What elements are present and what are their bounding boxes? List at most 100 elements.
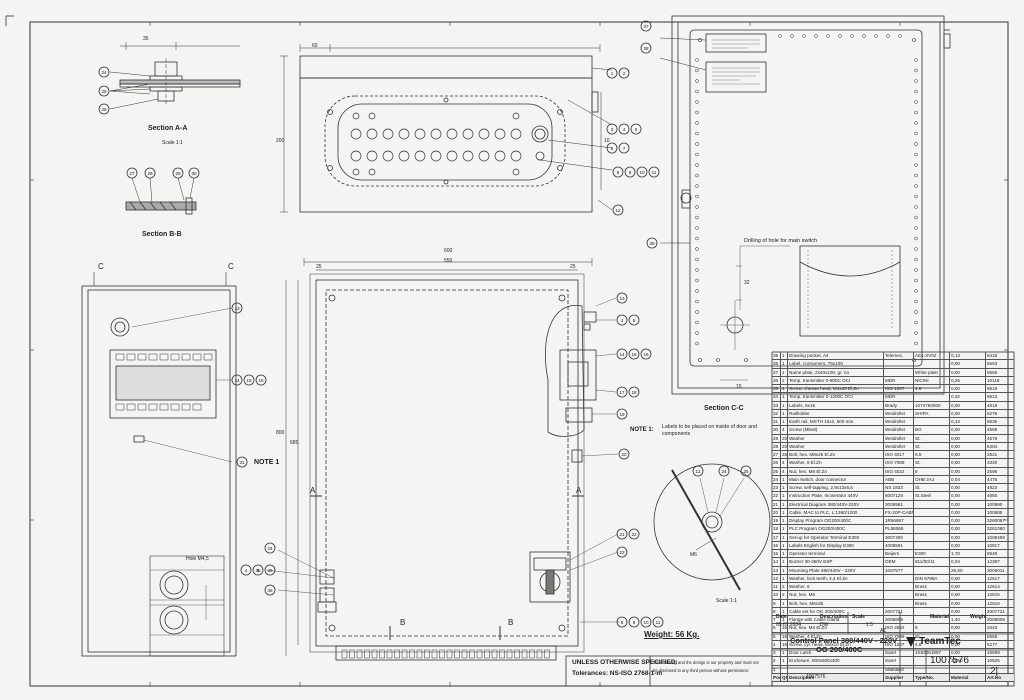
- parts-cell: 0,04: [950, 558, 986, 566]
- callout-number: 12: [615, 207, 621, 213]
- mounting-hole: [695, 257, 699, 262]
- parts-cell: 26: [782, 451, 788, 459]
- mounting-hole: [790, 34, 794, 38]
- section-b-b-title: Section B-B: [142, 231, 182, 238]
- parts-cell: 1: [781, 401, 788, 409]
- title-block-frame: [565, 351, 1015, 687]
- parts-cell: 100885: [987, 509, 1003, 515]
- parts-cell: 0,00: [950, 467, 986, 475]
- parts-cell: 4589: [987, 427, 998, 433]
- callout-number: 15: [246, 377, 252, 383]
- parts-cell: 1: [781, 409, 788, 417]
- callout-number: 4: [620, 317, 624, 323]
- mounting-hole: [914, 341, 918, 346]
- parts-cell: 14: [772, 558, 781, 566]
- parts-cell: 18: [772, 525, 781, 533]
- callout-number: 11: [655, 619, 661, 625]
- cable-gland: [356, 649, 363, 659]
- m6-label: M6: [690, 552, 697, 558]
- dim-800: 800: [276, 430, 285, 436]
- parts-cell: 4.8: [914, 640, 950, 648]
- parts-cell: 12617: [987, 575, 1000, 581]
- parts-cell: Washer: [788, 434, 884, 442]
- callout-number: 10: [643, 619, 649, 625]
- mounting-hole: [886, 34, 890, 38]
- note1-text: Labels to be placed on inside of door an…: [662, 424, 757, 437]
- parts-cell: 34: [772, 393, 781, 401]
- parts-cell: OHB 2AJ: [914, 475, 950, 483]
- callout-number: 13: [619, 295, 625, 301]
- parts-cell: Temp. transmitter 0-1200C OCI: [788, 393, 884, 401]
- parts-cell: SHIPA: [914, 409, 950, 417]
- parts-cell: 1S52061997: [914, 649, 950, 657]
- mounting-hole: [898, 34, 902, 38]
- callout-number: 35: [267, 567, 273, 573]
- callout-number: 14: [234, 377, 240, 383]
- parts-cell: 25,60: [950, 566, 986, 574]
- mounting-hole: [695, 100, 699, 104]
- parts-cell: Nut, hex. M4 El.Zn: [788, 624, 884, 632]
- mounting-hole: [914, 100, 918, 104]
- tb-weight-label: Weight: [970, 614, 987, 620]
- parts-cell: Sarel: [884, 657, 914, 665]
- parts-cell: 1: [781, 484, 788, 492]
- parts-cell: 12387: [987, 559, 1000, 565]
- parts-cell: 5563: [987, 361, 998, 367]
- parts-cell: 1: [781, 508, 788, 516]
- section-marker-a: A: [310, 486, 316, 495]
- parts-cell: 0,04: [950, 475, 986, 483]
- header-supplier: Supplier: [884, 673, 914, 681]
- callout-number: 30: [191, 170, 197, 176]
- parts-cell: 4850: [987, 493, 998, 499]
- parts-cell: [884, 591, 914, 599]
- mounting-hole: [850, 34, 854, 38]
- parts-cell: 0,32: [950, 393, 986, 401]
- parts-cell: Name plate, 2x40x100, gr. no: [788, 368, 884, 376]
- parts-cell: 16: [782, 624, 788, 632]
- cable-gland: [476, 649, 483, 659]
- front-view: [81, 272, 267, 657]
- parts-cell: 6007129: [884, 492, 914, 500]
- mounting-hole: [695, 121, 699, 125]
- mounting-hole: [914, 89, 918, 94]
- parts-cell: 30,50: [950, 657, 986, 665]
- parts-cell: Weidmller: [884, 418, 914, 426]
- callout-number: 11: [651, 169, 657, 175]
- parts-cell: 0,00: [950, 459, 986, 467]
- parts-cell: 1: [781, 475, 788, 483]
- parts-cell: Main switch, door connector: [788, 475, 884, 483]
- parts-cell: 6418: [987, 353, 998, 358]
- parts-cell: 3261060: [987, 526, 1005, 532]
- parts-cell: Washer, 6: [788, 583, 884, 591]
- mounting-hole: [914, 163, 918, 167]
- parts-cell: NS 1833: [884, 484, 914, 492]
- weight-note: Weight: 56 Kg.: [644, 630, 700, 639]
- header-type: Type/No.: [914, 673, 950, 681]
- parts-cell: Drawing pocket, A4: [788, 352, 884, 360]
- parts-cell: 21: [772, 500, 781, 508]
- parts-cell: 0,00: [950, 368, 986, 376]
- parts-cell: 16: [782, 640, 788, 648]
- mounting-hole: [914, 226, 918, 230]
- mounting-hole: [914, 194, 918, 199]
- dim-60: 60: [312, 43, 318, 49]
- mounting-hole: [914, 205, 918, 209]
- mounting-hole: [914, 110, 918, 115]
- parts-cell: Brass: [914, 599, 950, 607]
- parts-cell: Cable, MAC to PLC, L:1360/1200: [788, 508, 884, 516]
- parts-cell: 31: [772, 418, 781, 426]
- parts-cell: 1: [781, 657, 788, 665]
- callout-number: 27: [129, 170, 135, 176]
